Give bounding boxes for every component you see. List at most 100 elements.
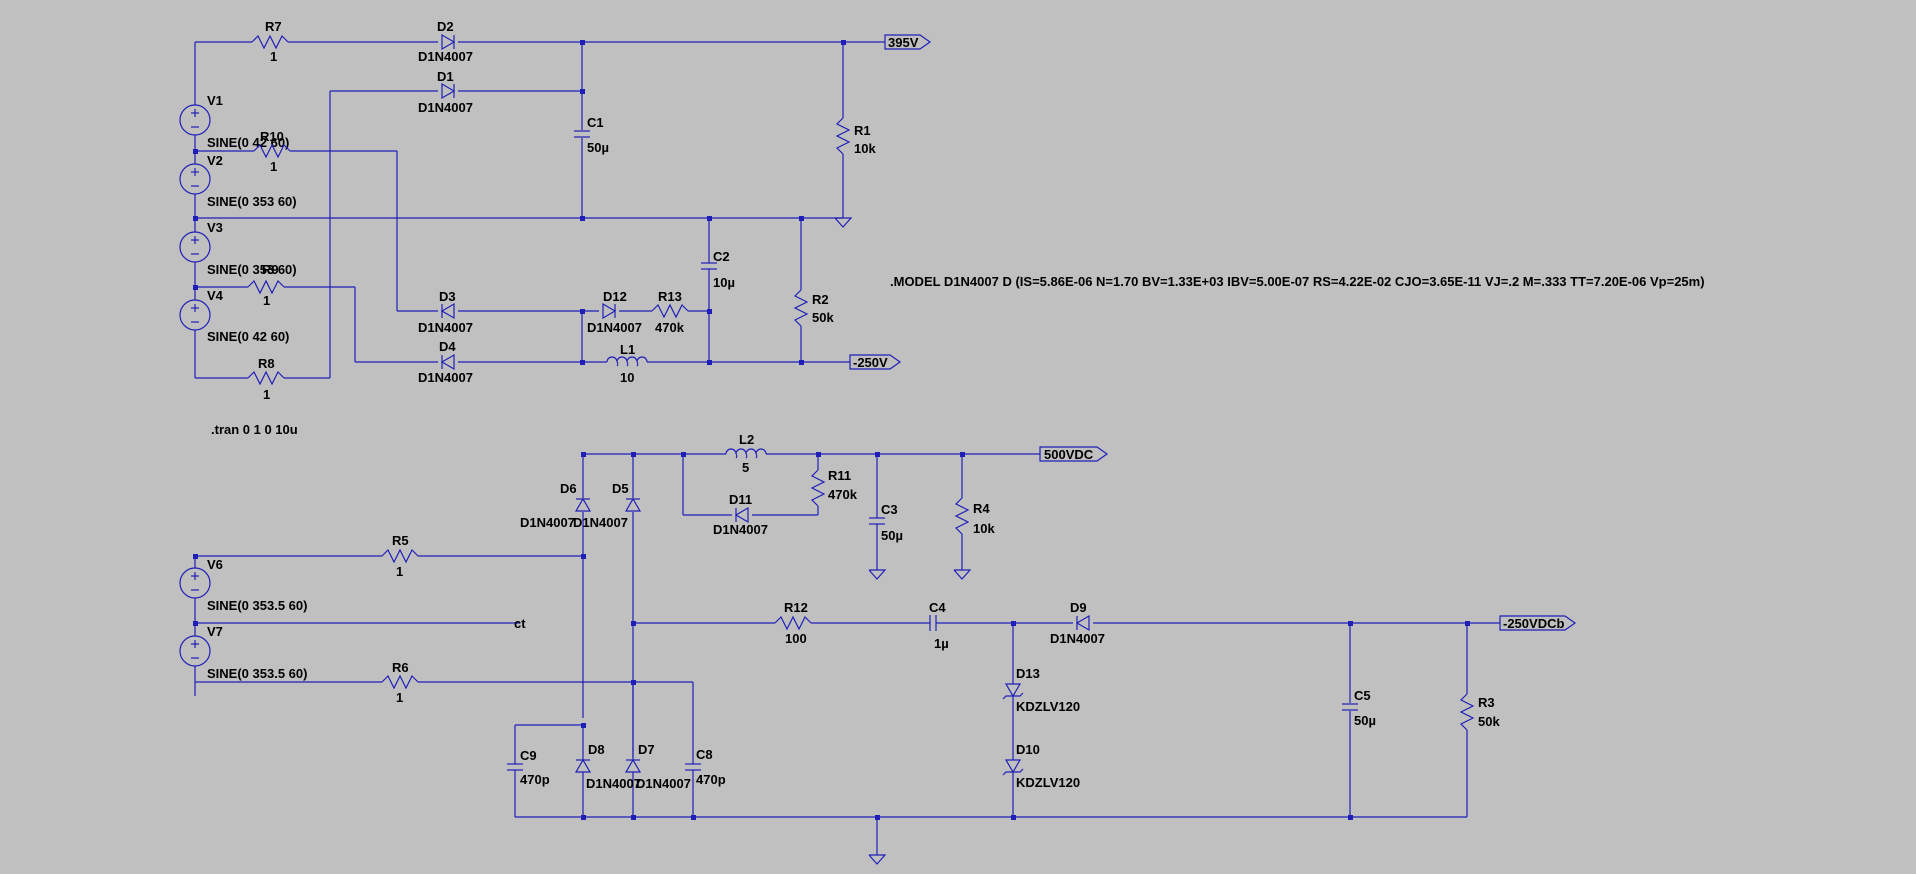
svg-text:KDZLV120: KDZLV120 [1016,775,1080,790]
diode-d1[interactable]: D1 D1N4007 [418,69,473,115]
svg-text:C2: C2 [713,249,730,264]
svg-text:ct: ct [514,616,526,631]
svg-text:10k: 10k [973,521,995,536]
svg-text:D4: D4 [439,339,456,354]
capacitor-c1[interactable]: C1 50µ [573,115,609,155]
diode-d11[interactable]: D11 D1N4007 [713,492,768,537]
svg-text:395V: 395V [888,35,919,50]
spice-tran-directive[interactable]: .tran 0 1 0 10u [211,422,298,437]
ground-symbol-bottom [868,854,886,865]
svg-text:D11: D11 [729,492,752,507]
diode-d2[interactable]: D2 D1N4007 [418,19,473,64]
source-v4[interactable]: V4 SINE(0 42 60) [179,288,289,344]
svg-text:1µ: 1µ [934,636,949,651]
diode-d7[interactable]: D7 D1N4007 [625,742,691,791]
resistor-r8[interactable]: R8 1 [247,356,285,402]
diode-d12[interactable]: D12 D1N4007 [587,289,642,335]
svg-text:D1N4007: D1N4007 [573,515,628,530]
svg-text:D10: D10 [1016,742,1040,757]
diode-d8[interactable]: D8 D1N4007 [575,742,641,791]
resistor-r1[interactable]: R1 10k [836,117,876,156]
svg-text:-250V: -250V [853,355,888,370]
capacitor-c4[interactable]: C4 1µ [929,600,949,651]
ground-symbol-c3 [868,569,886,580]
capacitor-c9[interactable]: C9 470p [506,748,550,787]
diode-d9[interactable]: D9 D1N4007 [1050,600,1105,646]
diode-d4[interactable]: D4 D1N4007 [418,339,473,385]
svg-text:D1N4007: D1N4007 [587,320,642,335]
resistor-r5[interactable]: R5 1 [381,533,419,579]
net-label-500vdc[interactable]: 500VDC [1039,446,1109,462]
resistor-r4[interactable]: R4 10k [955,497,995,536]
resistor-r12[interactable]: R12 100 [774,600,812,646]
capacitor-c5[interactable]: C5 50µ [1341,688,1376,728]
svg-text:R13: R13 [658,289,682,304]
svg-text:SINE(0 353.5 60): SINE(0 353.5 60) [207,598,307,613]
svg-text:470k: 470k [655,320,685,335]
capacitor-c8[interactable]: C8 470p [684,747,726,787]
svg-text:1: 1 [263,387,270,402]
svg-text:R8: R8 [258,356,275,371]
source-v7[interactable]: V7 SINE(0 353.5 60) [179,624,307,681]
source-v3[interactable]: V3 SINE(0 353 60) [179,220,297,277]
svg-text:50µ: 50µ [881,528,903,543]
diode-d5[interactable]: D5 D1N4007 [573,481,641,530]
net-label-395v[interactable]: 395V [884,34,932,50]
source-v2[interactable]: V2 SINE(0 353 60) [179,153,297,209]
net-label-neg250v[interactable]: -250V [849,354,902,370]
svg-text:D1N4007: D1N4007 [520,515,575,530]
spice-model-directive[interactable]: .MODEL D1N4007 D (IS=5.86E-06 N=1.70 BV=… [890,274,1705,289]
svg-text:5: 5 [742,460,749,475]
svg-text:R2: R2 [812,292,829,307]
net-label-ct[interactable]: ct [514,616,526,631]
inductor-l2[interactable]: L2 5 [725,432,767,475]
svg-text:R10: R10 [260,129,284,144]
source-v1[interactable]: V1 SINE(0 42 60) [179,93,289,150]
wires-bottom [194,453,1500,855]
svg-text:100: 100 [785,631,807,646]
source-v6[interactable]: V6 SINE(0 353.5 60) [179,557,307,613]
svg-text:V2: V2 [207,153,223,168]
svg-text:470p: 470p [696,772,726,787]
svg-text:D1N4007: D1N4007 [636,776,691,791]
net-label-neg250vdcb[interactable]: -250VDCb [1499,615,1577,631]
diode-d6[interactable]: D6 D1N4007 [520,481,591,530]
svg-text:D2: D2 [437,19,454,34]
wires-top [194,41,885,379]
resistor-r10[interactable]: R10 1 [253,129,291,174]
svg-text:D1N4007: D1N4007 [713,522,768,537]
resistor-r3[interactable]: R3 50k [1460,693,1500,731]
resistor-r13[interactable]: R13 470k [651,289,689,335]
diode-d3[interactable]: D3 D1N4007 [418,289,473,335]
svg-text:D1N4007: D1N4007 [418,49,473,64]
svg-text:SINE(0 353 60): SINE(0 353 60) [207,194,297,209]
resistor-r9[interactable]: R9 1 [247,262,285,308]
svg-text:V7: V7 [207,624,223,639]
svg-text:R7: R7 [265,19,282,34]
svg-text:1: 1 [263,293,270,308]
svg-text:D7: D7 [638,742,655,757]
svg-text:470p: 470p [520,772,550,787]
svg-text:470k: 470k [828,487,858,502]
svg-text:D8: D8 [588,742,605,757]
svg-text:V6: V6 [207,557,223,572]
svg-text:D1N4007: D1N4007 [586,776,641,791]
svg-text:-250VDCb: -250VDCb [1503,616,1564,631]
resistor-r7[interactable]: R7 1 [251,19,289,64]
resistor-r11[interactable]: R11 470k [811,468,858,507]
svg-text:500VDC: 500VDC [1044,447,1094,462]
svg-text:50k: 50k [812,310,834,325]
resistor-r2[interactable]: R2 50k [794,289,834,327]
svg-text:1: 1 [396,690,403,705]
svg-text:C4: C4 [929,600,946,615]
zener-d13[interactable]: D13 KDZLV120 [1002,666,1080,714]
capacitor-c3[interactable]: C3 50µ [868,502,903,543]
svg-text:D1: D1 [437,69,454,84]
resistor-r6[interactable]: R6 1 [381,660,419,705]
inductor-l1[interactable]: L1 10 [606,342,648,385]
svg-text:1: 1 [270,159,277,174]
capacitor-c2[interactable]: C2 10µ [700,249,735,290]
zener-d10[interactable]: D10 KDZLV120 [1002,742,1080,790]
svg-text:R4: R4 [973,501,990,516]
